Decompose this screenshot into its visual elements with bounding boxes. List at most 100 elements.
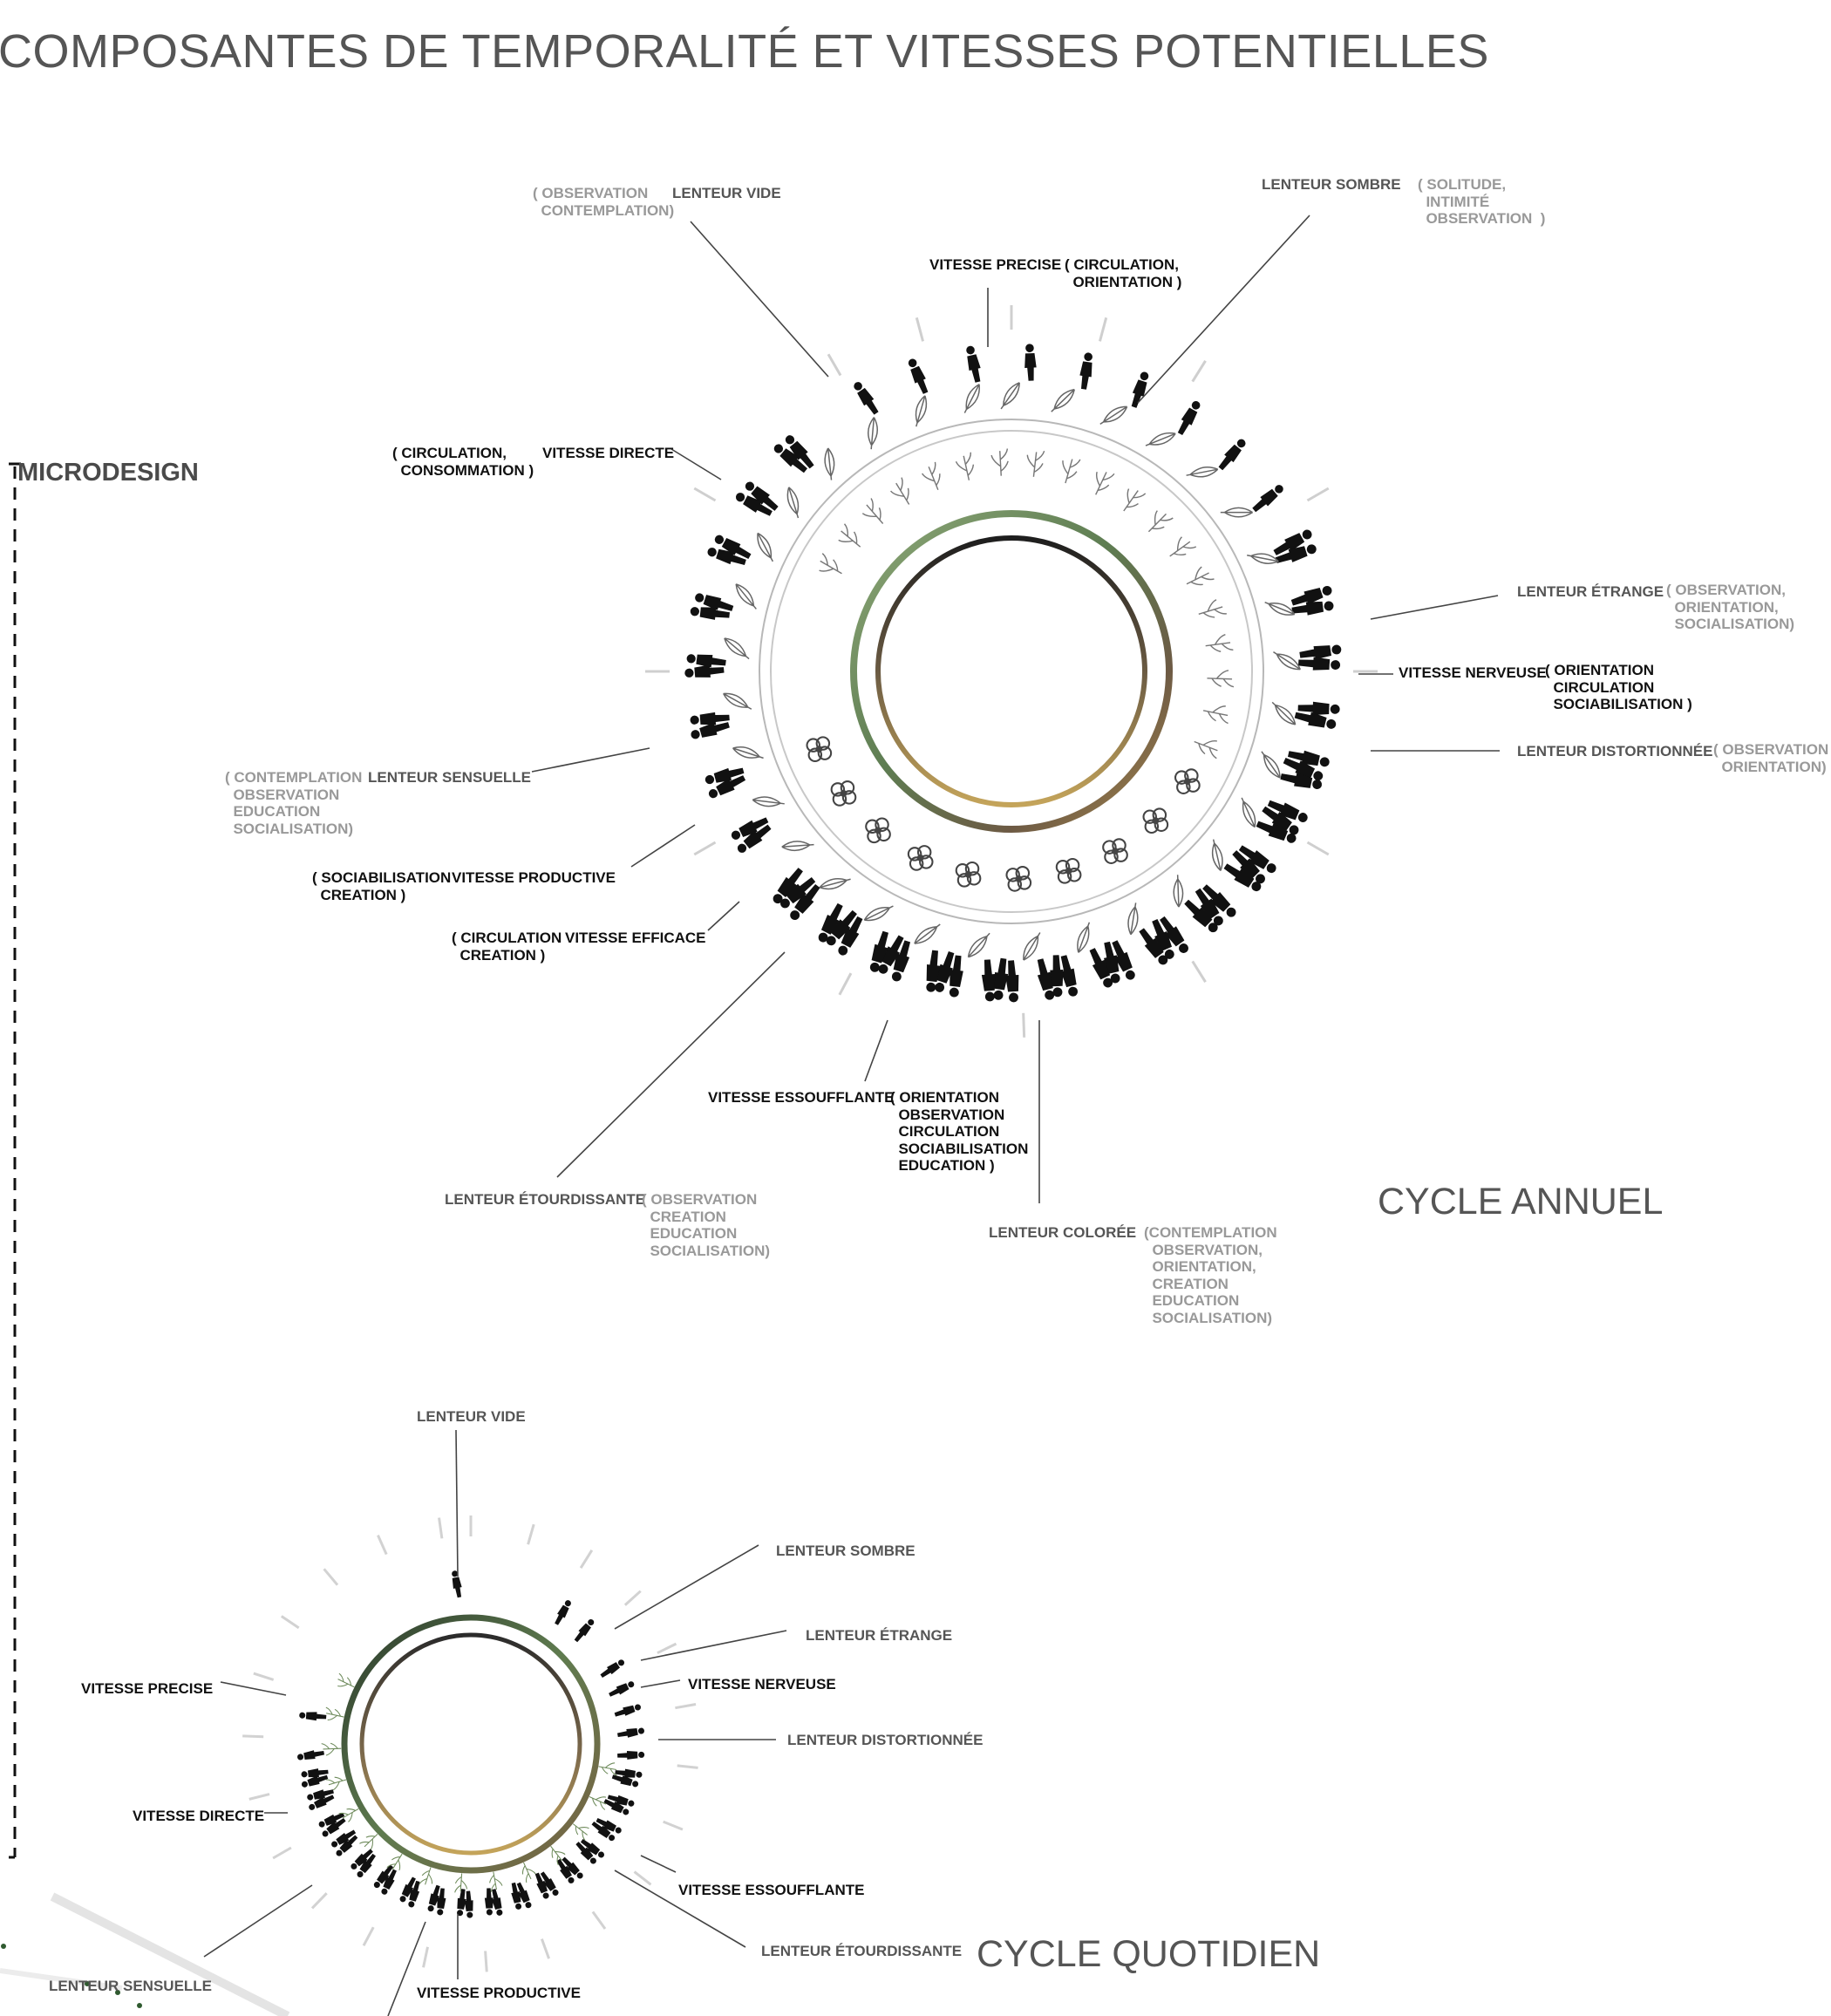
annual-visitor-group-figure <box>735 493 773 516</box>
annual-outer-thin-ring <box>759 419 1264 924</box>
daily-visitor-group-figure <box>437 1888 446 1916</box>
annual-tick-mark <box>693 841 717 856</box>
daily-visitor-group-figure <box>399 1876 416 1903</box>
daily-visitor-group-figure <box>381 1869 397 1895</box>
annual-visitor-group-figure <box>908 358 929 394</box>
daily-visitor-group-figure <box>603 1799 630 1815</box>
daily-sprig <box>550 1845 566 1866</box>
annual-visitor-group-figure <box>690 712 730 725</box>
annual-visitor-group-figure <box>949 955 963 998</box>
annual-sprig <box>922 461 941 491</box>
annual-visitor-group-figure <box>686 654 726 668</box>
daily-sprig <box>325 1776 347 1791</box>
annual-visitor-group-figure <box>1238 845 1276 874</box>
daily-tick-mark <box>438 1517 444 1539</box>
daily-leader-lines <box>203 1429 787 2016</box>
daily-visitor-group-figure <box>307 1789 334 1801</box>
daily-visitor-group-figure <box>617 1751 645 1760</box>
annual-visitor-group-figure <box>1223 863 1262 892</box>
daily-vitesse-precise-label: VITESSE PRECISE <box>81 1680 214 1697</box>
annual-visitor-group <box>1273 529 1317 563</box>
annual-visitor-group-figure <box>1184 899 1218 933</box>
daily-tick-mark <box>540 1938 551 1959</box>
daily-visitor-group-figure <box>492 1889 503 1916</box>
annual-visitor-group <box>773 435 814 473</box>
annual-visitor-group <box>690 712 730 739</box>
annual-visitor-group-figure <box>708 775 746 799</box>
annual-visitor-group-figure <box>1177 400 1201 436</box>
annual-sprig <box>890 477 910 505</box>
daily-sprig <box>598 1762 617 1776</box>
daily-sprig <box>589 1796 607 1810</box>
annual-visitor-group-figure <box>785 435 814 469</box>
daily-tick-mark <box>663 1820 684 1831</box>
daily-visitor-group-figure <box>562 1856 583 1879</box>
daily-visitor-group-figure <box>534 1872 549 1899</box>
daily-tick-mark <box>362 1926 375 1947</box>
annual-visitor-group-figure <box>691 722 730 739</box>
daily-visitor-group-figure <box>331 1829 357 1848</box>
annual-flower <box>865 817 891 844</box>
annual-visitor-group-figure <box>704 767 745 785</box>
daily-visitor-group <box>351 1849 376 1877</box>
annual-visitor-group-figure <box>1103 941 1120 984</box>
annual-leaf <box>781 841 814 852</box>
microdesign-bracket <box>9 462 21 1859</box>
annual-visitor-group-figure <box>780 877 816 909</box>
daily-sprig <box>521 1862 536 1883</box>
annual-visitor-group-figure <box>1037 958 1055 1000</box>
annual-tick-mark <box>915 317 924 342</box>
annual-vitesse-essoufflante-note: ( ORIENTATION OBSERVATION CIRCULATION SO… <box>890 1089 1029 1174</box>
annual-lenteur-distortionnee-label: LENTEUR DISTORTIONNÉE <box>1517 743 1713 759</box>
annual-tick-mark <box>838 972 853 996</box>
daily-tick-mark <box>422 1946 429 1968</box>
annual-visitor-group-figure <box>1275 544 1317 563</box>
annual-visitor-group-figure <box>838 916 863 956</box>
daily-sprig <box>489 1871 503 1892</box>
daily-visitor-group-figure <box>615 1768 643 1778</box>
annual-visitor-group-figure <box>1232 850 1265 884</box>
daily-tick-mark <box>310 1892 328 1910</box>
annual-flower <box>1174 768 1201 794</box>
daily-visitor-group <box>609 1681 635 1697</box>
daily-visitor-group-figure <box>297 1750 324 1761</box>
daily-lenteur-sombre-label: LENTEUR SOMBRE <box>776 1543 916 1559</box>
annual-visitor-group-figure <box>981 959 996 1002</box>
daily-visitor-group-figure <box>357 1853 376 1877</box>
annual-lenteur-sensuelle-note: ( CONTEMPLATION OBSERVATION EDUCATION SO… <box>225 769 363 837</box>
annual-visitor-group-figure <box>1273 529 1312 555</box>
daily-sprig <box>572 1823 589 1841</box>
daily-tick-mark <box>527 1523 535 1545</box>
daily-tick-mark <box>623 1590 642 1606</box>
daily-sprig <box>338 1808 359 1822</box>
daily-tick-mark <box>242 1734 264 1739</box>
annual-leaf <box>1264 602 1296 616</box>
annual-visitor-group <box>869 930 911 982</box>
annual-leaf <box>967 932 990 958</box>
annual-visitor-group-figure <box>1139 928 1168 965</box>
daily-visitor-group-figure <box>580 1839 604 1858</box>
annual-sprig <box>1026 451 1045 477</box>
annual-visitor-group-figure <box>690 607 730 620</box>
annual-sprig <box>990 448 1009 476</box>
annual-lenteur-distortionnee-note: ( OBSERVATION ORIENTATION) <box>1713 741 1829 775</box>
annual-leaf <box>819 878 851 890</box>
daily-visitor-group-figure <box>555 1600 571 1625</box>
annual-lenteur-coloree-note: (CONTEMPLATION OBSERVATION, ORIENTATION,… <box>1144 1224 1277 1326</box>
annual-leaf <box>1186 466 1219 478</box>
daily-lenteur-etrange-label: LENTEUR ÉTRANGE <box>806 1627 953 1644</box>
annual-mid-thin-ring <box>770 430 1253 913</box>
annual-visitor-group-figure <box>1112 940 1135 980</box>
daily-visitor-group-figure <box>574 1618 595 1643</box>
annual-visitor-group-figure <box>773 444 807 473</box>
annual-vitesse-productive-label: VITESSE PRODUCTIVE <box>452 869 616 886</box>
daily-lenteur-etourdissante-label: LENTEUR ÉTOURDISSANTE <box>761 1943 963 1959</box>
annual-visitor-group-figure <box>1218 439 1246 471</box>
annual-vitesse-essoufflante-label: VITESSE ESSOUFFLANTE <box>708 1089 895 1106</box>
daily-tick-mark <box>248 1793 270 1801</box>
daily-visitor-group-figure <box>309 1795 335 1810</box>
annual-tick-mark <box>827 353 842 377</box>
annual-visitor-group <box>1256 800 1308 843</box>
daily-visitor-group <box>307 1789 335 1810</box>
